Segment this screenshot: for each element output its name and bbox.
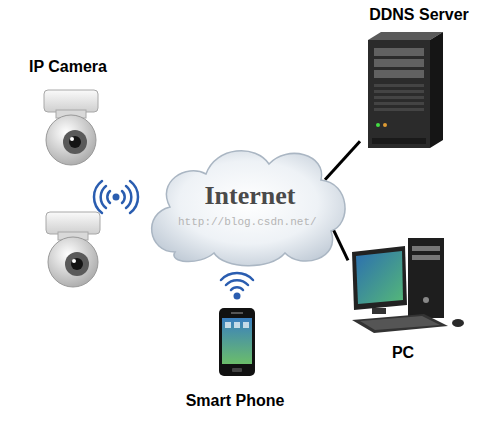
desktop-pc (352, 238, 464, 333)
node-label: Smart Phone (186, 392, 285, 410)
smart-phone-part (234, 322, 240, 328)
ip-camera (46, 212, 100, 287)
pc-node: PC (348, 238, 458, 362)
node-label: DDNS Server (369, 6, 469, 24)
wireless-symbol-part (126, 186, 131, 208)
watermark: http://blog.csdn.net/ (178, 216, 317, 228)
desktop-pc-part (360, 316, 440, 330)
desktop-pc-part (408, 238, 444, 318)
desktop-pc-part (352, 246, 407, 310)
wireless-symbol-part (101, 186, 106, 208)
desktop-pc-part (412, 255, 440, 260)
server-tower-part (374, 48, 424, 56)
server-tower-part (374, 90, 424, 93)
network-link (325, 141, 360, 179)
server-tower-part (372, 138, 426, 144)
ip-camera-part (69, 136, 81, 148)
wireless-symbol-part (130, 181, 138, 213)
smart-phone-part (219, 308, 255, 376)
ip-camera-part (72, 259, 76, 263)
ip-camera-part (63, 130, 87, 154)
device-group: IP Camera (12, 58, 124, 303)
ip-camera-part (46, 115, 96, 165)
phone-node: Smart Phone (165, 300, 305, 410)
server-tower-part (374, 59, 424, 67)
wireless-symbol-part (221, 273, 253, 280)
smart-phone-part (222, 318, 252, 364)
server-tower-part (376, 123, 380, 127)
server-tower-part (374, 84, 424, 87)
server-tower-part (368, 40, 430, 148)
server-tower-part (374, 102, 424, 105)
network-cloud: Internet (175, 178, 325, 214)
desktop-pc-part (452, 319, 464, 327)
server-tower-part (374, 108, 424, 111)
wireless-symbol-part (226, 280, 248, 285)
server-tower-part (368, 32, 443, 40)
internet-cloud-part (152, 151, 345, 266)
smart-phone-part (225, 322, 231, 328)
desktop-pc-part (356, 251, 403, 304)
server-tower-part (383, 123, 387, 127)
smart-phone-part (232, 368, 242, 372)
wireless-symbol (94, 181, 138, 213)
smart-phone-part (243, 322, 249, 328)
server-tower (368, 32, 443, 148)
server-node: DDNS Server (360, 6, 478, 150)
smart-phone (219, 308, 255, 376)
wireless-symbol (221, 273, 253, 299)
desktop-pc-part (372, 308, 386, 314)
server-tower-part (374, 96, 424, 99)
server-tower-part (430, 32, 443, 148)
wireless-symbol-part (231, 287, 243, 290)
desktop-pc-part (423, 297, 429, 303)
node-label: IP Camera (29, 58, 107, 76)
ip-camera-part (48, 237, 98, 287)
desktop-pc-part (352, 314, 448, 333)
ip-camera-part (46, 212, 100, 234)
wireless-symbol-part (234, 293, 241, 300)
wireless-symbol-part (107, 191, 110, 203)
ip-camera-part (65, 252, 89, 276)
smart-phone-part (231, 312, 243, 314)
ip-camera-part (71, 258, 83, 270)
desktop-pc-part (412, 246, 440, 251)
ip-camera-part (70, 137, 74, 141)
ip-camera (44, 90, 98, 165)
node-label: PC (392, 344, 414, 362)
internet-cloud (152, 151, 345, 266)
server-tower-part (374, 70, 424, 78)
wireless-symbol-part (94, 181, 102, 213)
wireless-symbol-part (113, 194, 120, 201)
ip-camera-part (44, 90, 98, 112)
wireless-symbol-part (122, 191, 125, 203)
node-label: Internet (205, 181, 296, 211)
